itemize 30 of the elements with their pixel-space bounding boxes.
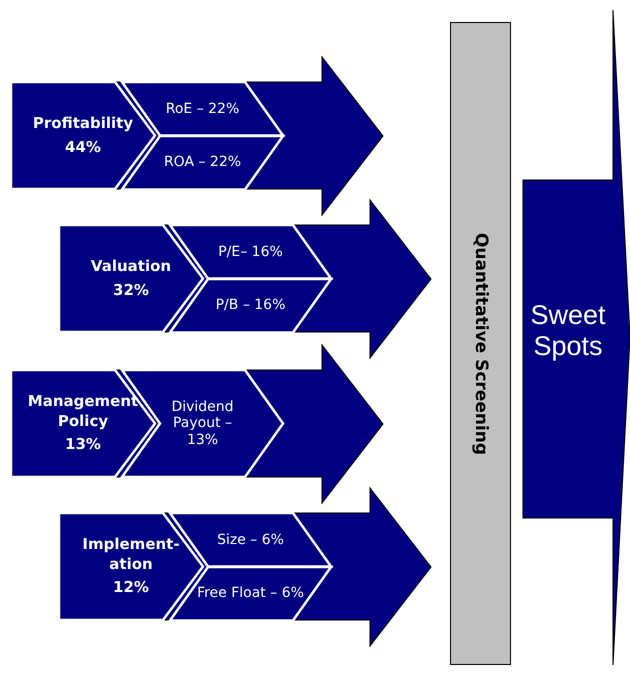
stage-band [11,345,383,503]
screening-bar [450,22,511,665]
category-label: Management Policy [26,392,140,432]
factor-label: Size – 6% [217,532,284,548]
output-label: Sweet Spots [529,300,607,362]
factor-label: Dividend Payout – 13% [170,399,235,448]
factor-label: P/B – 16% [216,297,286,314]
weight-label: 12% [113,578,149,598]
factor-label: RoE – 22% [166,100,240,117]
stage-band [11,57,383,215]
category-label: Profitability [32,114,134,134]
screening-label: Quantitative Screening [470,232,490,455]
category-tag [11,370,155,477]
category-tag [11,82,155,189]
factor-tag [122,136,283,189]
factor-tag [170,278,331,332]
category-label: Implement-ation [81,535,181,574]
category-label: Valuation [90,257,172,276]
weight-label: 13% [65,435,101,455]
category-tag [59,225,203,332]
weight-label: 44% [65,138,101,157]
factor-label: ROA – 22% [164,154,242,170]
factor-tag [170,225,331,278]
stage-band [59,488,431,646]
output-arrow [523,10,630,665]
stage-band [59,200,431,358]
weight-label: 32% [113,280,149,300]
factor-tag [170,566,331,620]
factor-label: P/E– 16% [218,244,283,260]
factor-label: Free Float – 6% [197,585,304,602]
